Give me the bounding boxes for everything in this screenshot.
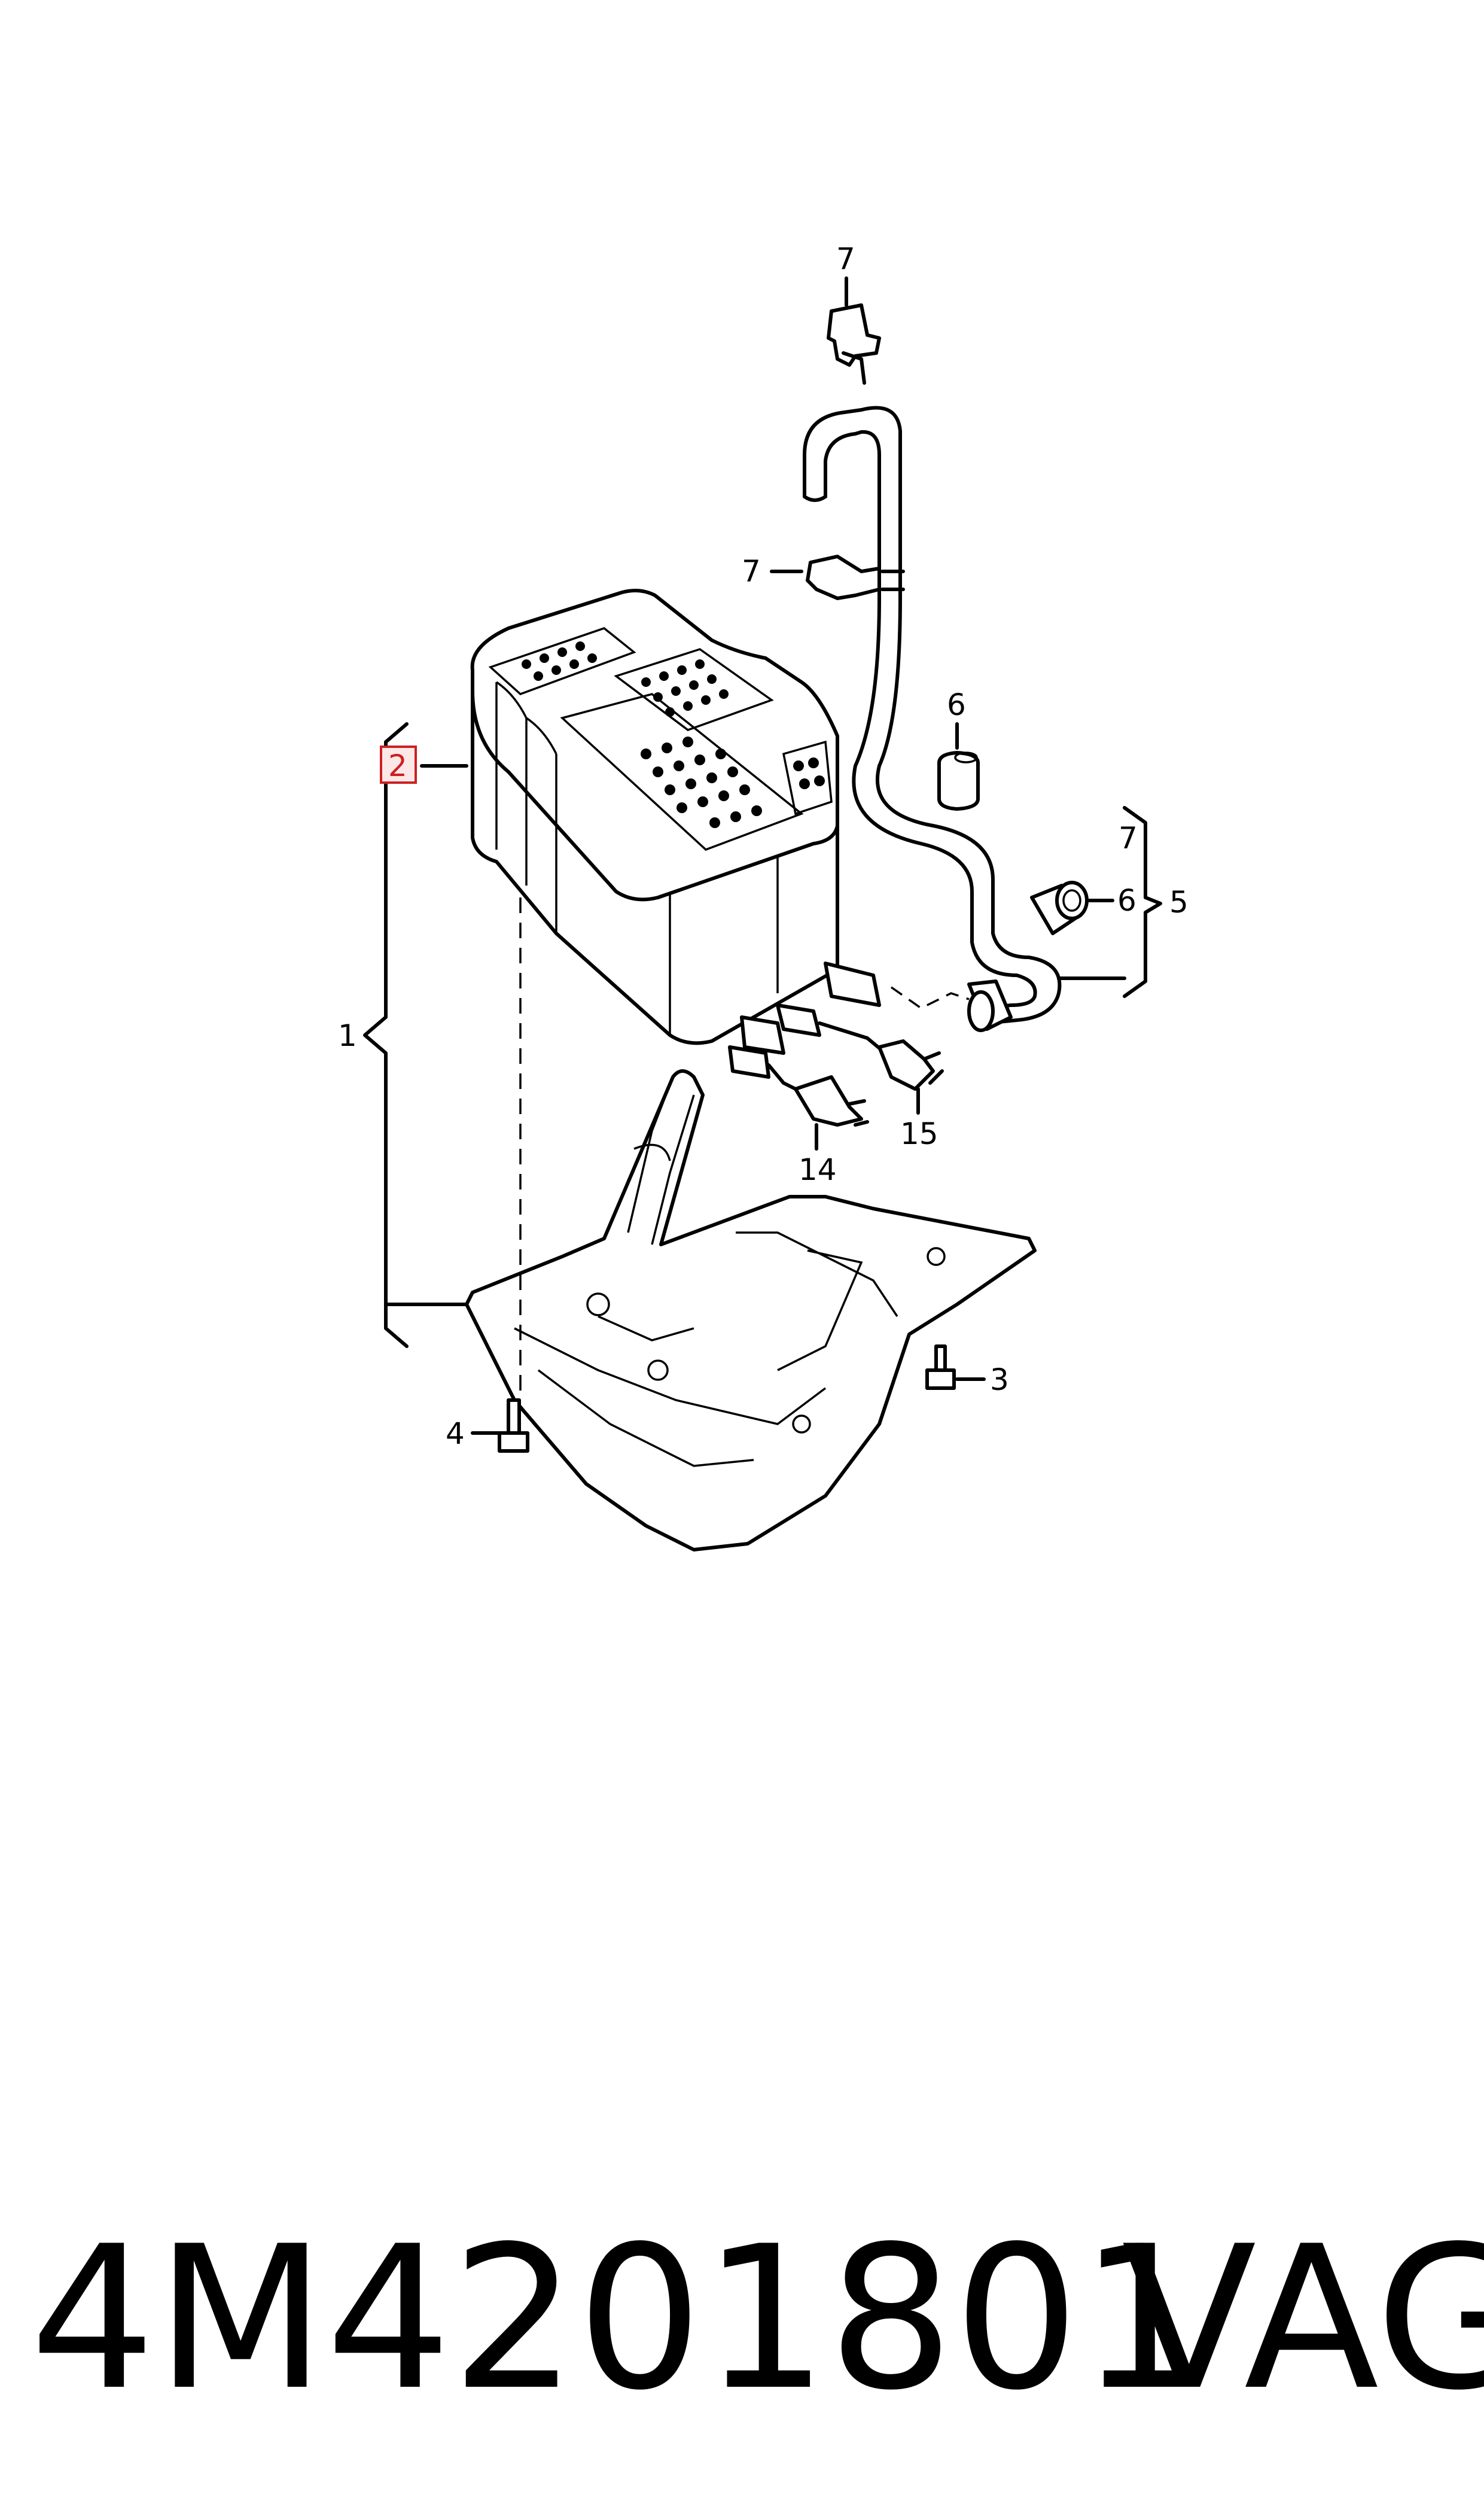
callout-1: 1 <box>338 1018 357 1053</box>
leader-lines <box>363 276 1162 1435</box>
elbow-connector-15 <box>877 1039 944 1091</box>
callout-2-highlight: 2 <box>380 746 417 784</box>
canister-ports <box>728 962 887 1091</box>
callout-4: 4 <box>446 1416 465 1451</box>
callout-7-middle: 7 <box>742 554 761 589</box>
callout-3: 3 <box>990 1362 1009 1397</box>
callout-14: 14 <box>799 1152 837 1187</box>
vent-hose <box>803 406 1062 1025</box>
callout-15: 15 <box>900 1116 938 1151</box>
hose-end-connector <box>967 979 1013 1032</box>
connector-sleeve-upper <box>937 751 980 811</box>
callout-6-right: 6 <box>1117 883 1136 918</box>
hose-clamp-top <box>827 303 881 385</box>
charcoal-canister <box>470 588 839 1045</box>
callout-7-top: 7 <box>836 242 855 276</box>
bolt-4 <box>498 1398 529 1453</box>
callout-6-upper: 6 <box>947 687 966 722</box>
callout-2: 2 <box>388 749 407 783</box>
brand-name: VAG <box>1122 2204 1484 2433</box>
bolt-3 <box>925 1344 956 1390</box>
part-number: 4M4201801 <box>30 2204 1205 2433</box>
callout-7-right: 7 <box>1119 821 1138 856</box>
connector-sleeve-lower <box>1030 881 1089 935</box>
elbow-connector-14 <box>794 1075 869 1127</box>
mounting-bracket <box>465 1069 1037 1551</box>
callout-5: 5 <box>1169 885 1189 920</box>
hose-clamp-middle <box>806 555 881 600</box>
